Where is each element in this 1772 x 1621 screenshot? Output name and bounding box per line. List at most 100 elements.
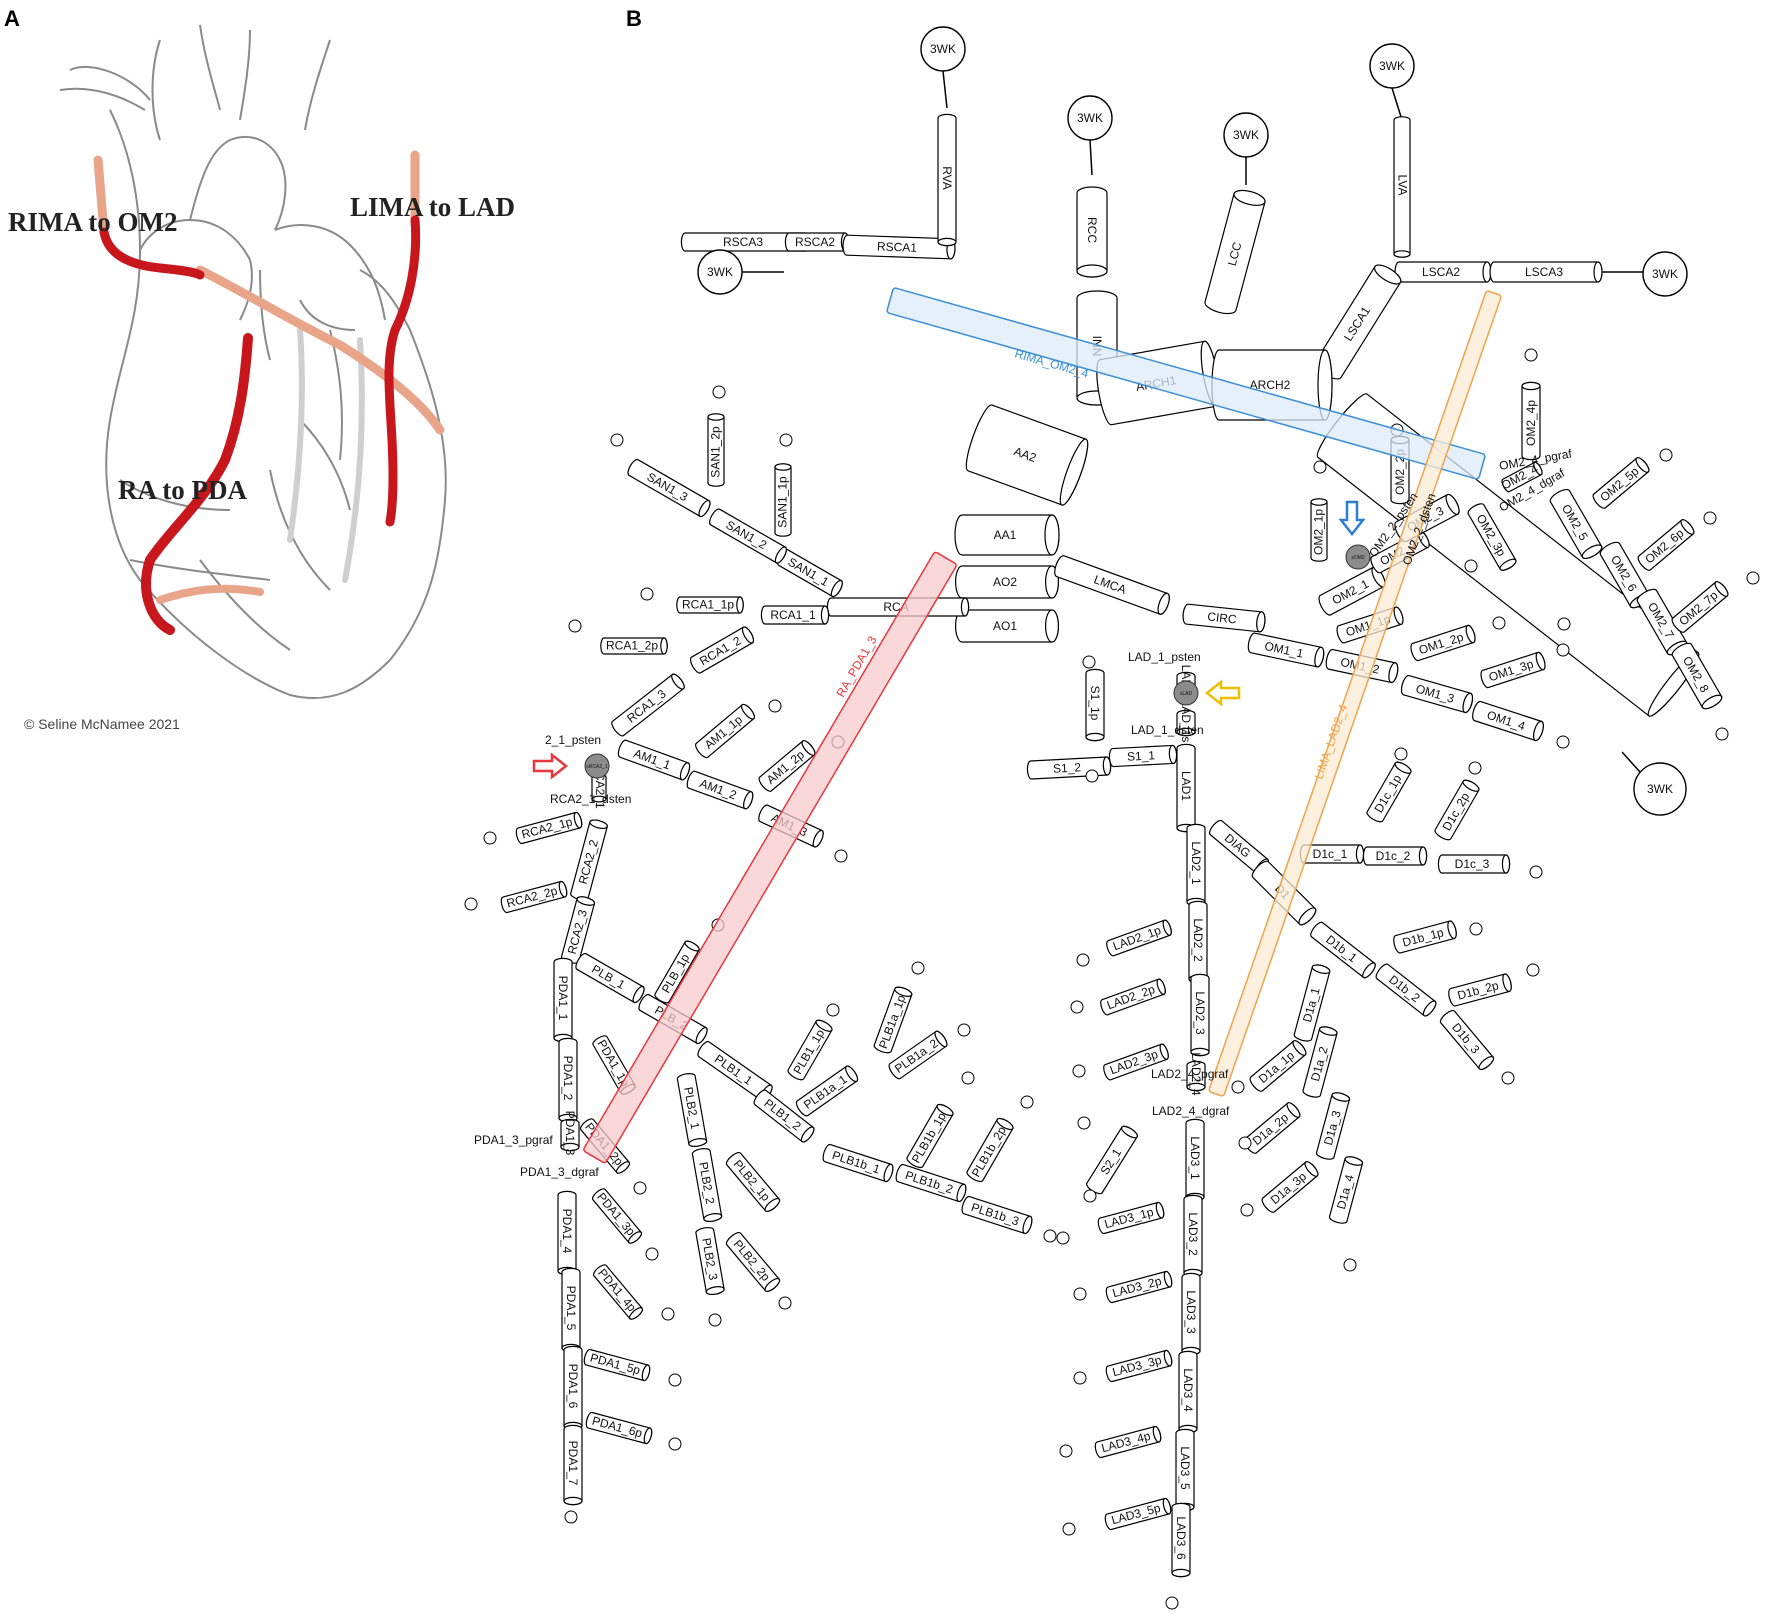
segment-label: RSCA3: [723, 235, 763, 249]
segment-cap: [1044, 514, 1060, 556]
segment-label: LVA: [1396, 175, 1410, 196]
segment-label: PDA1_3p: [594, 1190, 638, 1239]
segment-label: PLB1a_1p: [876, 993, 908, 1051]
segment-cap: [576, 896, 596, 906]
segment-lad2-4: LAD2_4: [1186, 1052, 1206, 1096]
segment-label: AA1: [994, 528, 1017, 542]
segment-label: LCC: [1225, 240, 1245, 267]
segment-lad2-1: LAD2_1: [1186, 823, 1206, 907]
segment-label: OM2_1p: [1311, 509, 1325, 555]
windkessel-small-terminal: [1165, 1596, 1179, 1610]
segment-pda1-7: PDA1_7: [563, 1424, 583, 1506]
segment-cap: [1535, 651, 1546, 671]
segment-cap: [764, 1277, 781, 1292]
segment-cap: [1311, 964, 1331, 974]
segment-label: RSCA1: [877, 239, 918, 254]
segment-label: RCA2_2p: [505, 883, 559, 910]
segment-cap: [1331, 1092, 1351, 1102]
segment-cap: [558, 880, 568, 898]
segment-label: PLB1a_1: [801, 1072, 850, 1112]
windkessel-small-terminal: [826, 1003, 840, 1017]
segment-d1a-3p: D1a_3p: [1261, 1161, 1319, 1213]
segment-rsca2: RSCA2: [784, 232, 850, 252]
segment-pda1-3p: PDA1_3p: [591, 1188, 643, 1244]
segment-cap: [1478, 1055, 1495, 1070]
graft-tube: [583, 551, 957, 1164]
segment-cap: [1521, 381, 1541, 391]
panel-a-label: A: [4, 6, 20, 31]
windkessel-terminals: [464, 348, 1760, 1610]
segment-pda1-6p: PDA1_6p: [585, 1411, 653, 1445]
windkessel-terminal: [1369, 43, 1415, 89]
segment-cap: [774, 463, 792, 471]
windkessel-small-terminal: [1062, 1522, 1076, 1536]
segment-label: RVA: [940, 166, 954, 190]
windkessel-small-terminal: [1077, 1116, 1091, 1130]
segment-cap: [573, 811, 583, 829]
segment-label: LAD2_3: [1193, 991, 1207, 1035]
segment-rca1-2p: RCA1_2p: [600, 637, 668, 655]
segment-cap: [764, 1197, 781, 1212]
segment-cap: [1310, 498, 1328, 506]
arrow-shape: [1338, 500, 1366, 537]
segment-cap: [660, 637, 668, 655]
windkessel-small-terminal: [1082, 655, 1096, 669]
segment-cap: [1447, 920, 1457, 940]
segment-cap: [1499, 558, 1517, 571]
segment-cap: [1022, 1215, 1033, 1235]
segment-cap: [741, 626, 755, 644]
segment-om2-5p: OM2_5p: [1592, 457, 1650, 509]
connector-line: [1089, 139, 1093, 176]
segment-cap: [1286, 1102, 1301, 1118]
ra-graft-faded: [156, 584, 264, 604]
segment-cap: [1256, 611, 1266, 633]
heart-label-lima: LIMA to LAD: [350, 192, 515, 222]
segment-cap: [641, 1364, 651, 1382]
segment-om1-4: OM1_4: [1472, 700, 1544, 742]
windkessel-small-terminal: [633, 1181, 647, 1195]
windkessel-small-terminal: [1529, 865, 1543, 879]
segment-cap: [996, 1117, 1014, 1131]
segment-cap: [1465, 624, 1476, 644]
segment-circ: CIRC: [1182, 603, 1266, 633]
segment-plb2-1p: PLB2_1p: [725, 1152, 781, 1212]
segment-d1a-3: D1a_3: [1315, 1092, 1351, 1160]
segment-lad2-2p: LAD2_2p: [1100, 978, 1166, 1016]
windkessel-small-terminal: [1526, 963, 1540, 977]
segment-am1-1p: AM1_1p: [695, 703, 755, 759]
segment-d1a-1p: D1a_1p: [1249, 1040, 1307, 1092]
segment-cap: [934, 1030, 948, 1048]
segment-label: D1c_1: [1313, 847, 1348, 861]
segment-cap: [1393, 250, 1411, 258]
segment-pda1-4p: PDA1_4p: [592, 1264, 644, 1320]
segment-label: PDA1_4p: [595, 1266, 639, 1315]
segment-label: PDA1_5: [564, 1286, 578, 1331]
segment-lad2-3: LAD2_3: [1190, 973, 1210, 1057]
copyright: © Seline McNamee 2021: [24, 716, 180, 732]
connector-line: [942, 70, 948, 109]
segment-cap: [643, 1427, 653, 1445]
junction-label: PDA1_3_dgraf: [520, 1165, 599, 1179]
segment-pda1-4: PDA1_4: [557, 1190, 577, 1276]
segment-om1-3p: OM1_3p: [1480, 651, 1546, 689]
segment-cap: [1159, 1043, 1169, 1060]
segment-om2-6p: OM2_6p: [1637, 519, 1695, 571]
segment-cap: [1102, 756, 1112, 776]
segment-label: OM2_6p: [1642, 526, 1687, 567]
heart-label-rima: RIMA to OM2: [8, 207, 177, 237]
windkessel-small-terminal: [483, 831, 497, 845]
segment-label: RCC: [1085, 217, 1099, 243]
windkessel-small-terminal: [1083, 1189, 1097, 1203]
segment-label: LSCA2: [1422, 265, 1460, 279]
junction-label: LAD_1_psten: [1128, 650, 1201, 664]
segment-cap: [679, 762, 691, 781]
segment-plb2-2: PLB2_2: [691, 1148, 723, 1222]
segment-cap: [1422, 1000, 1437, 1017]
segment-cap: [1373, 264, 1402, 285]
segment-om2-4p: OM2_4p: [1521, 381, 1541, 461]
segment-cap: [1362, 962, 1376, 979]
